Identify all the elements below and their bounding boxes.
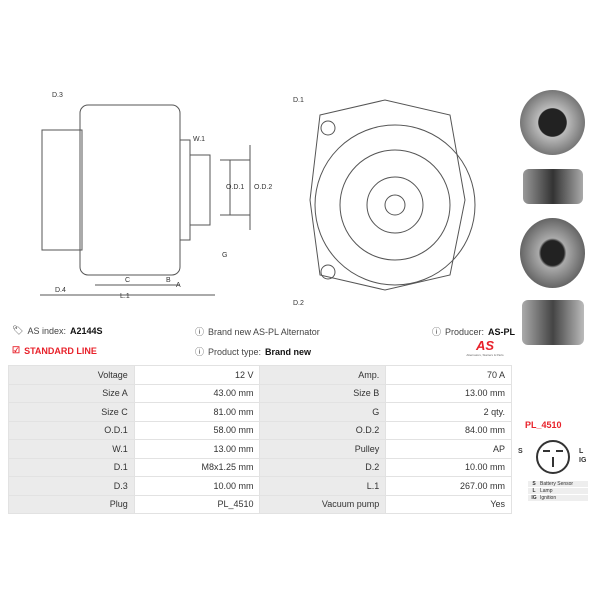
as-logo: AS Alternators, Starters & Parts <box>466 338 504 357</box>
spec-value: 58.00 mm <box>133 420 261 440</box>
label-d2: D.2 <box>293 300 304 307</box>
plug-diagram <box>536 440 570 474</box>
spec-label: O.D.1 <box>8 420 135 440</box>
label-d4: D.4 <box>55 287 66 294</box>
tags-icon: 🏷 <box>12 325 24 335</box>
legend-desc: Ignition <box>540 495 557 501</box>
spec-label: Vacuum pump <box>259 494 387 514</box>
plug-name: PL_4510 <box>525 420 562 430</box>
label-w1: W.1 <box>193 136 205 143</box>
label-c: C <box>125 277 130 284</box>
info-icon: ⓘ <box>195 327 205 337</box>
checkbox-icon: ☑ <box>12 345 21 355</box>
legend-desc: Lamp <box>540 488 553 494</box>
label-d1: D.1 <box>293 97 304 104</box>
pin-s: S <box>518 448 523 455</box>
spec-value: 267.00 mm <box>385 476 512 496</box>
legend-pin: IG <box>531 495 537 501</box>
product-photos <box>515 85 590 415</box>
as-index: 🏷AS index:A2144S <box>12 325 103 336</box>
spec-label: D.3 <box>8 476 135 496</box>
legend-row: L Lamp <box>528 488 588 494</box>
pin-l: L <box>579 448 584 455</box>
spec-value: 13.00 mm <box>133 439 261 459</box>
legend-desc: Battery Sensor <box>540 481 574 487</box>
label-a: A <box>176 282 181 289</box>
spec-label: Plug <box>8 494 135 514</box>
pin-ig: IG <box>579 457 587 464</box>
info-icon: ⓘ <box>195 347 205 357</box>
label-od1: O.D.1 <box>226 184 244 191</box>
info-icon: ⓘ <box>432 327 442 337</box>
spec-label: D.1 <box>8 457 135 477</box>
spec-value: PL_4510 <box>133 494 261 514</box>
side-view-drawing: D.3 D.4 W.1 O.D.1 O.D.2 G C B A L.1 <box>40 92 272 300</box>
legend-pin: L <box>532 488 536 494</box>
label-b: B <box>166 277 171 284</box>
spec-label: G <box>259 402 387 422</box>
standard-line: ☑STANDARD LINE <box>12 345 97 356</box>
photo-rear <box>520 218 585 288</box>
photo-angle <box>521 300 584 345</box>
spec-label: Voltage <box>8 365 135 385</box>
spec-label: L.1 <box>259 476 387 496</box>
label-od2: O.D.2 <box>254 184 272 191</box>
spec-value: 10.00 mm <box>133 476 261 496</box>
label-l1: L.1 <box>120 293 130 300</box>
spec-label: Size B <box>259 383 387 403</box>
spec-value: Yes <box>385 494 512 514</box>
photo-side <box>522 169 583 204</box>
spec-label: Size C <box>8 402 135 422</box>
spec-value: M8x1.25 mm <box>133 457 261 477</box>
spec-label: Amp. <box>259 365 387 385</box>
front-view-drawing: D.1 D.2 <box>293 97 476 307</box>
spec-value: 10.00 mm <box>385 457 512 477</box>
label-g: G <box>222 252 227 259</box>
label-d3: D.3 <box>52 92 63 99</box>
spec-value: 12 V <box>133 365 261 385</box>
spec-label: Pulley <box>259 439 387 459</box>
spec-label: Size A <box>8 383 135 403</box>
spec-value: 2 qty. <box>385 402 512 422</box>
legend-row: S Battery Sensor <box>528 481 588 487</box>
legend-pin: S <box>532 481 536 487</box>
spec-value: 84.00 mm <box>385 420 512 440</box>
spec-value: AP <box>385 439 512 459</box>
spec-value: 81.00 mm <box>133 402 261 422</box>
spec-label: W.1 <box>8 439 135 459</box>
spec-value: 43.00 mm <box>133 383 261 403</box>
spec-value: 13.00 mm <box>385 383 512 403</box>
spec-label: O.D.2 <box>259 420 387 440</box>
spec-value: 70 A <box>385 365 512 385</box>
photo-front <box>520 90 585 155</box>
spec-label: D.2 <box>259 457 387 477</box>
